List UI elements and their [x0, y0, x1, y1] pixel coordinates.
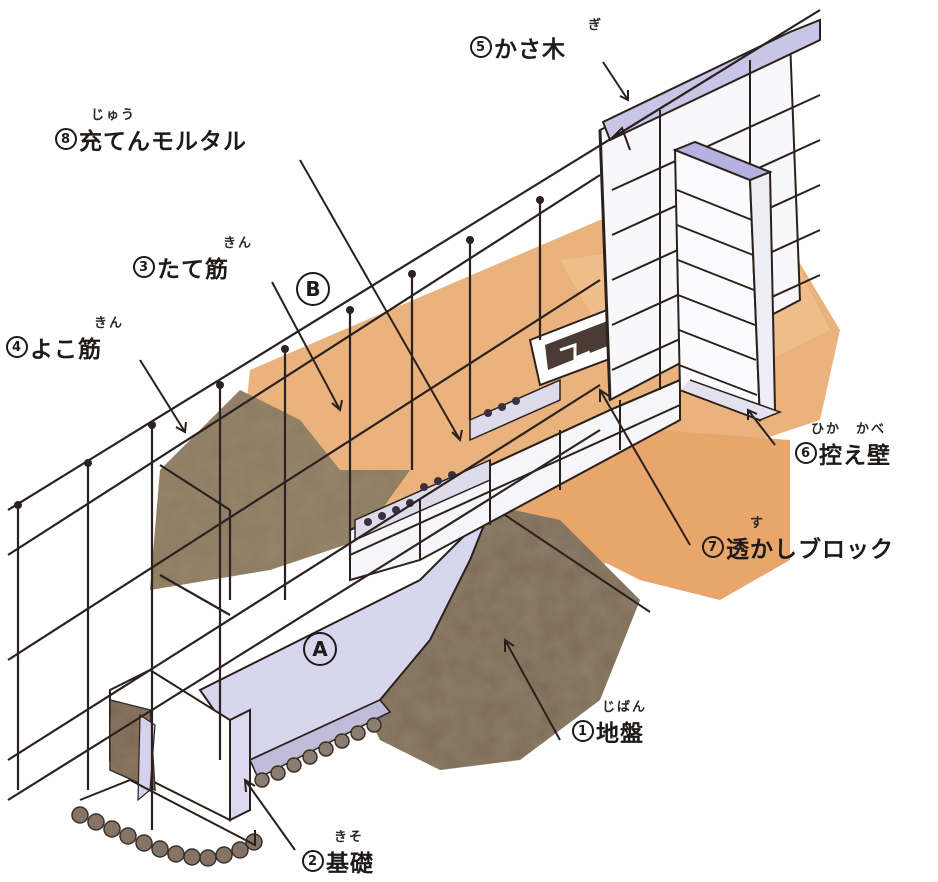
ruby-openwork-block: す [750, 516, 766, 531]
label-filling-mortar: じゅう 8 充てんモルタル [55, 104, 247, 156]
number-4: 4 [6, 336, 28, 358]
label-coping: ぎ 5 かさ木 [470, 14, 601, 64]
label-openwork-block: す 7 透かしブロック [702, 512, 894, 564]
arrow-5 [602, 61, 629, 102]
number-3: 3 [133, 256, 155, 278]
label-horizontal-rebar-text: よこ筋 [30, 337, 102, 363]
ruby-coping: ぎ [588, 18, 604, 33]
number-1: 1 [572, 720, 594, 742]
ruby-vertical-rebar: きん [223, 236, 254, 251]
label-vertical-rebar-text: たて筋 [157, 257, 229, 283]
label-vertical-rebar: きん 3 たて筋 [133, 232, 251, 284]
leader-lines [139, 61, 776, 851]
arrow-7 [599, 388, 691, 546]
rebar-grid [7, 9, 821, 830]
label-foundation: きそ 2 基礎 [302, 826, 374, 878]
label-foundation-text: 基礎 [326, 851, 374, 877]
ruby-horizontal-rebar: きん [94, 316, 125, 331]
label-coping-text: かさ木 [494, 37, 566, 63]
number-2: 2 [302, 850, 324, 872]
label-filling-mortar-text: 充てんモルタル [79, 129, 247, 155]
number-7: 7 [702, 536, 724, 558]
ruby-foundation: きそ [334, 830, 365, 845]
ruby-ground: じばん [602, 700, 648, 715]
footing [198, 509, 491, 788]
label-ground: じばん 1 地盤 [572, 696, 648, 748]
arrow-6 [747, 408, 776, 446]
foundation-section [71, 668, 263, 867]
ruby-filling-mortar: じゅう [91, 108, 137, 123]
marker-a: A [303, 632, 337, 666]
arrow-3 [271, 281, 343, 412]
tall-wall [598, 18, 821, 422]
ruby-buttress: ひか かべ [811, 422, 887, 437]
arrow-1 [504, 638, 561, 741]
label-buttress-text: 控え壁 [819, 443, 891, 469]
number-5: 5 [470, 36, 492, 58]
label-ground-text: 地盤 [596, 721, 644, 747]
ground-cut [360, 504, 651, 770]
label-openwork-block-text: 透かしブロック [726, 537, 894, 563]
arrow-8 [299, 159, 463, 443]
label-horizontal-rebar: きん 4 よこ筋 [6, 312, 122, 364]
label-buttress: ひか かべ 6 控え壁 [795, 418, 891, 470]
marker-b: B [296, 272, 330, 306]
soil-dark-left [150, 390, 410, 590]
arrow-2 [243, 778, 296, 851]
number-6: 6 [795, 442, 817, 464]
arrow-4 [139, 359, 187, 434]
number-8: 8 [55, 128, 77, 150]
